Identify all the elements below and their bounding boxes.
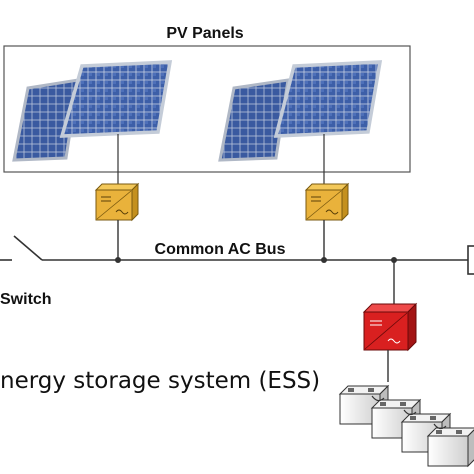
- battery-bank: [338, 384, 474, 468]
- battery-icon: [426, 427, 474, 468]
- inverter-icon: [94, 182, 140, 222]
- solar-panel-icon: [12, 60, 173, 186]
- switch-label: Switch: [0, 291, 52, 308]
- bus-label: Common AC Bus: [155, 241, 286, 258]
- switch-icon: [0, 235, 43, 261]
- ess-label: nergy storage system (ESS): [0, 368, 320, 394]
- pv-panels-title: PV Panels: [166, 25, 243, 42]
- inverter-icon: [304, 182, 350, 222]
- solar-panel-icon: [218, 60, 383, 186]
- common-ac-bus: [42, 245, 474, 275]
- ess-inverter-icon: [362, 302, 418, 352]
